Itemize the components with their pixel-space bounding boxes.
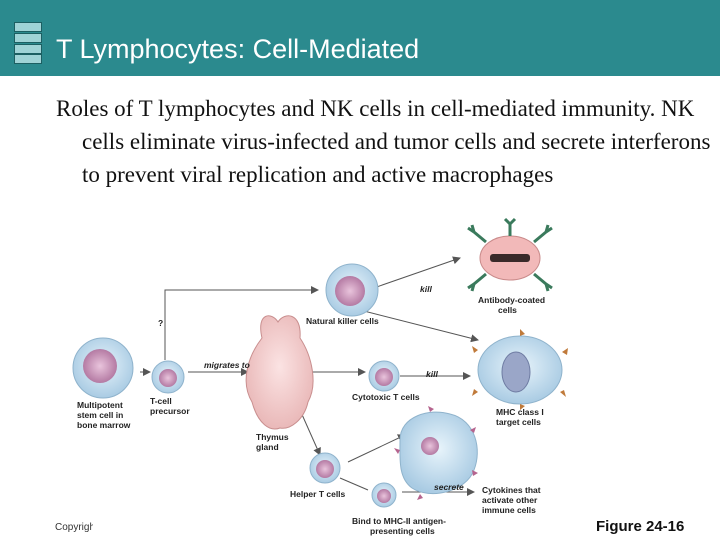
nk-label: Natural killer cells	[306, 316, 379, 326]
precursor-label-2: precursor	[150, 406, 190, 416]
secrete-label: secrete	[434, 482, 464, 492]
cytotoxic-label: Cytotoxic T cells	[352, 392, 420, 402]
apc-label-2: presenting cells	[370, 526, 435, 536]
cytokines-label-3: immune cells	[482, 505, 536, 515]
figure-number: Figure 24-16	[596, 518, 685, 535]
title-bar: T Lymphocytes: Cell-Mediated	[0, 0, 720, 76]
slide-body-text: Roles of T lymphocytes and NK cells in c…	[56, 96, 711, 187]
question-label: ?	[158, 318, 163, 328]
kill-label-1: kill	[420, 284, 432, 294]
thymus-label-2: gland	[256, 442, 279, 452]
antibody-coated-cell	[467, 217, 553, 292]
kill-label-2: kill	[426, 369, 438, 379]
thymus-gland	[245, 315, 314, 430]
t-cell-precursor	[151, 360, 185, 394]
cytotoxic-t-cell	[368, 360, 400, 392]
stem-cell	[72, 337, 134, 399]
antibody-label-2: cells	[498, 305, 517, 315]
thymus-label-1: Thymus	[256, 432, 289, 442]
copyright-text: Copyright	[55, 522, 93, 533]
stem-cell-label-1: Multipotent	[77, 400, 123, 410]
diagram-labels: Multipotent stem cell in bone marrow T-c…	[77, 284, 545, 536]
bullet-logo-icon	[14, 22, 42, 64]
precursor-label-1: T-cell	[150, 396, 172, 406]
helper-label: Helper T cells	[290, 489, 346, 499]
mhc1-label-1: MHC class I	[496, 407, 544, 417]
slide-title: T Lymphocytes: Cell-Mediated	[56, 34, 420, 64]
diagram-arrows	[140, 256, 479, 496]
apc-label-1: Bind to MHC-II antigen-	[352, 516, 446, 526]
migrates-label: migrates to	[204, 360, 250, 370]
antigen-presenting-cell	[394, 406, 478, 500]
cytokines-label-1: Cytokines that	[482, 485, 541, 495]
antibody-label-1: Antibody-coated	[478, 295, 545, 305]
mhc-class-i-target-cell	[472, 329, 568, 410]
cytokines-label-2: activate other	[482, 495, 538, 505]
natural-killer-cell	[325, 263, 379, 317]
helper-t-cell	[309, 452, 397, 508]
stem-cell-label-2: stem cell in	[77, 410, 123, 420]
stem-cell-label-3: bone marrow	[77, 420, 131, 430]
mhc1-label-2: target cells	[496, 417, 541, 427]
